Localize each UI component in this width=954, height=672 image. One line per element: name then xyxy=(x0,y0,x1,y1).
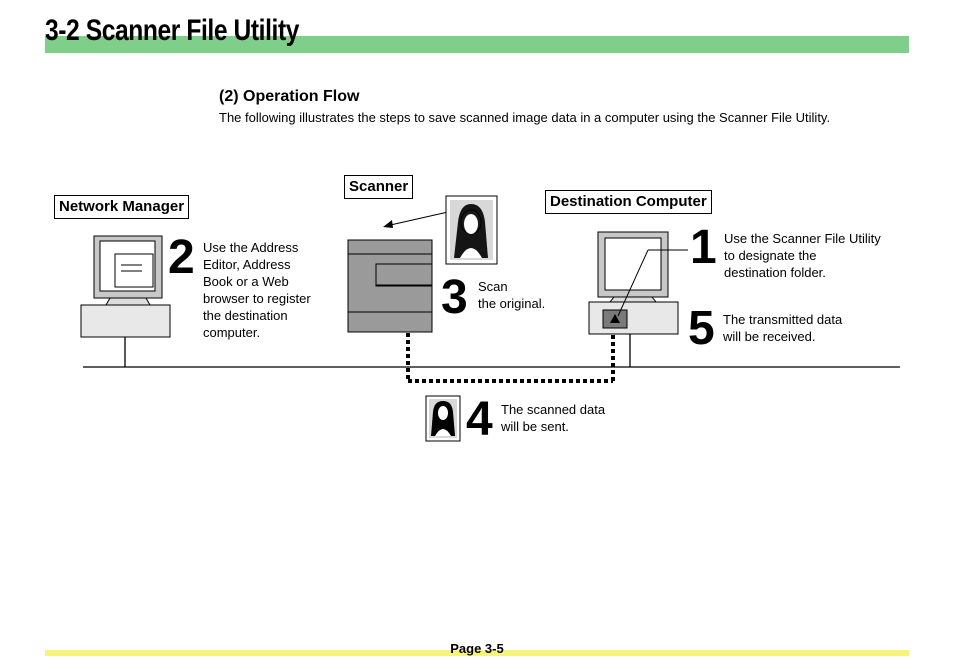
step-5-number: 5 xyxy=(688,302,715,355)
step-1-number: 1 xyxy=(690,221,717,274)
destination-computer-icon xyxy=(588,231,679,367)
scan-arrow xyxy=(383,211,449,228)
header-bar xyxy=(45,36,909,53)
network-manager-label: Network Manager xyxy=(54,195,190,219)
step-3-text: Scan the original. xyxy=(478,279,546,311)
section-heading: (2) Operation Flow xyxy=(219,88,360,105)
original-document-icon xyxy=(445,195,498,265)
network-manager-computer-icon xyxy=(80,235,171,367)
step-2-number: 2 xyxy=(168,231,195,284)
step-2-text: Use the Address Editor, Address Book or … xyxy=(203,240,311,340)
step-4-text: The scanned data will be sent. xyxy=(501,402,606,434)
data-transfer-path xyxy=(406,333,615,383)
step-4-number: 4 xyxy=(466,393,493,446)
page-title: 3-2 Scanner File Utility xyxy=(45,14,300,47)
scanner-device-icon xyxy=(347,239,433,333)
scanned-data-icon xyxy=(425,395,461,442)
scanner-label: Scanner xyxy=(344,175,414,199)
page-number: Page 3-5 xyxy=(450,641,504,656)
step-5-text: The transmitted data will be received. xyxy=(723,312,843,344)
section-description: The following illustrates the steps to s… xyxy=(219,110,831,125)
step-3-number: 3 xyxy=(441,271,468,324)
destination-computer-label: Destination Computer xyxy=(545,190,712,214)
step-1-text: Use the Scanner File Utility to designat… xyxy=(724,231,881,280)
footer-bar xyxy=(45,650,909,656)
